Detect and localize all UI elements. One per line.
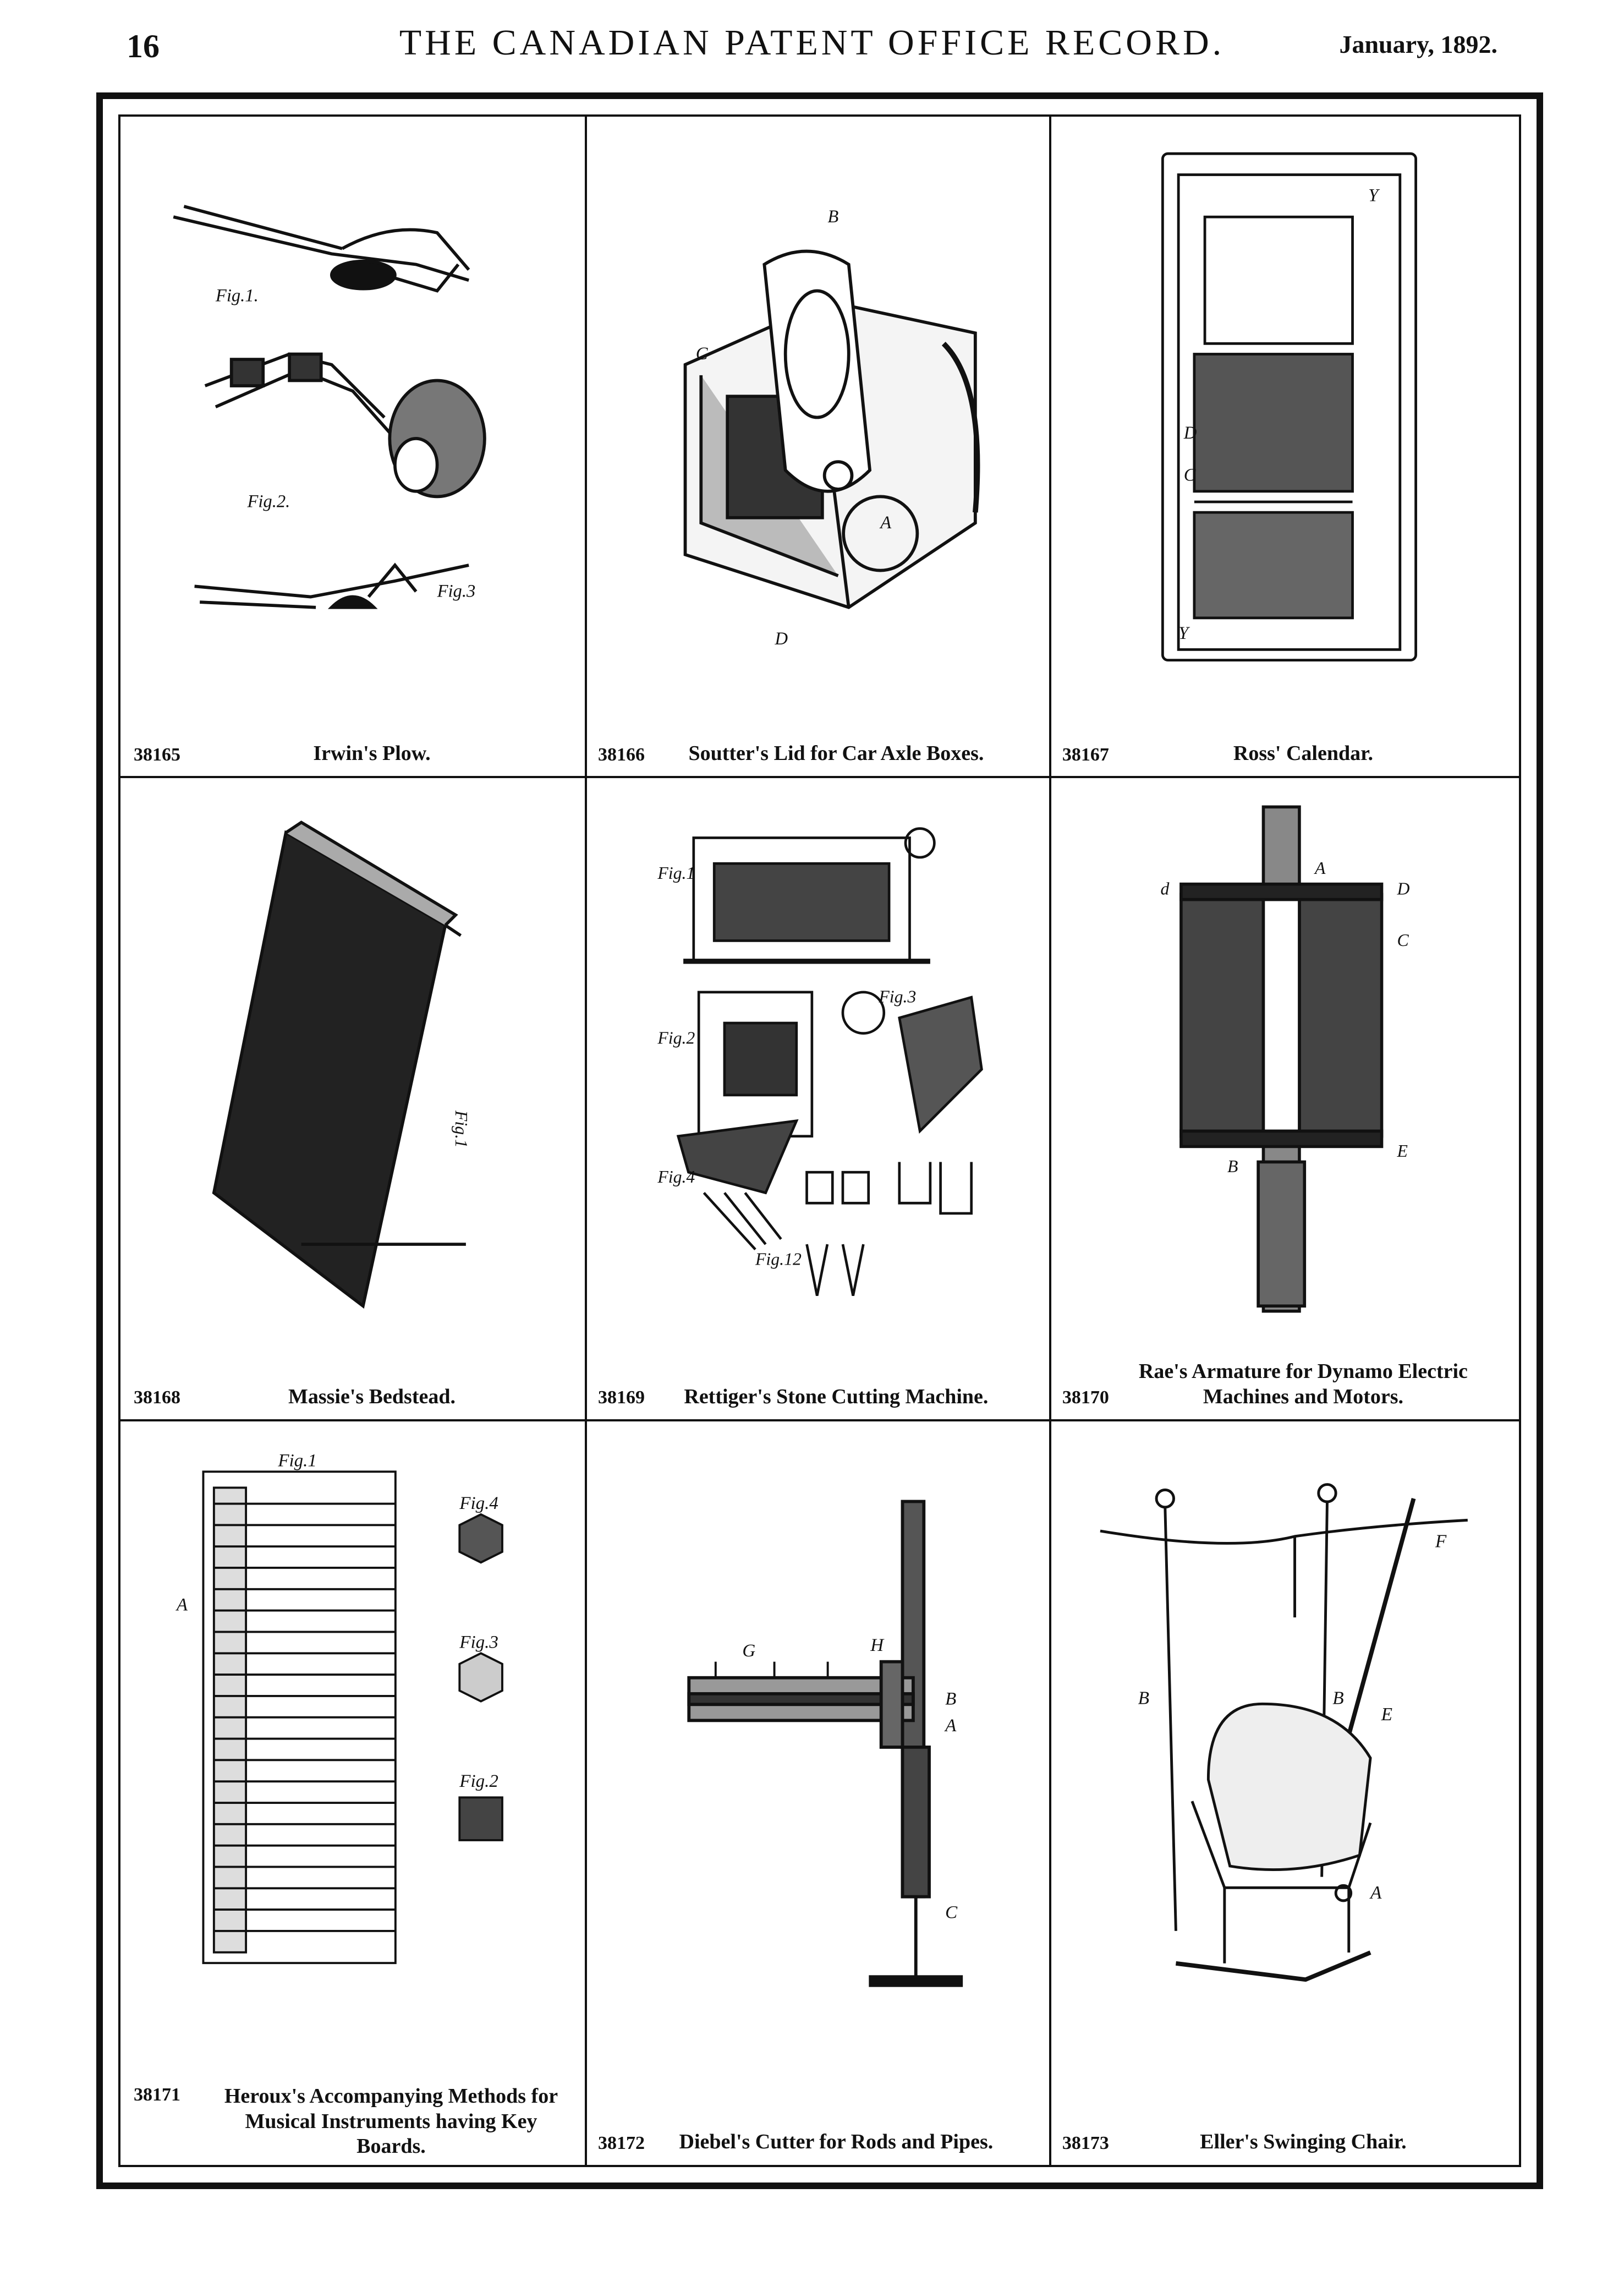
fig-label: Fig.2 <box>459 1771 498 1791</box>
stone-cutting-machine-illustration: Fig.1 Fig.2 Fig.3 Fig.4 Fig.12 <box>657 827 983 1297</box>
fig-label: Fig.1. <box>215 286 259 306</box>
fig-label: A <box>1369 1883 1382 1903</box>
patent-number: 38165 <box>134 744 180 765</box>
patent-title: Diebel's Cutter for Rods and Pipes. <box>679 2130 994 2154</box>
fig-label: E <box>1381 1704 1392 1725</box>
fig-label: A <box>175 1595 188 1615</box>
fig-label: C <box>1184 466 1197 485</box>
fig-label: Fig.1 <box>452 1110 471 1148</box>
armature-illustration: A D E C B d <box>1161 805 1410 1313</box>
patent-caption: 38165 Irwin's Plow. <box>120 741 585 767</box>
fig-label: B <box>827 207 838 227</box>
fig-label: A <box>879 513 892 533</box>
fig-label: B <box>945 1689 956 1709</box>
plow-illustration: Fig.1. Fig.2. Fig.3 <box>173 205 486 609</box>
grid-rule <box>584 117 587 2165</box>
patent-number: 38173 <box>1062 2133 1109 2154</box>
fig-label: G <box>742 1641 755 1661</box>
patent-number: 38167 <box>1062 744 1109 765</box>
page-header: 16 THE CANADIAN PATENT OFFICE RECORD. Ja… <box>0 22 1624 72</box>
patent-number: 38169 <box>597 1387 645 1408</box>
patent-number: 38172 <box>597 2133 645 2154</box>
patent-title: Ross' Calendar. <box>1233 741 1373 765</box>
calendar-illustration: Y Y D C <box>1161 152 1418 661</box>
fig-label: Fig.1 <box>657 863 695 883</box>
fig-label: C <box>1397 931 1409 950</box>
fig-label: A <box>1314 858 1326 878</box>
issue-date: January, 1892. <box>1339 30 1497 58</box>
fig-label: H <box>870 1636 885 1656</box>
keyboard-illustration: Fig.1 Fig.4 Fig.3 Fig.2 A <box>175 1451 503 1965</box>
page-number: 16 <box>127 28 160 64</box>
patent-cell-38168: Fig.1 38168 Massie's Bedstead. <box>120 776 585 1419</box>
grid-rule <box>120 1419 1519 1422</box>
patent-title: Rettiger's Stone Cutting Machine. <box>684 1385 989 1408</box>
swinging-chair-illustration: B B E F A <box>1100 1483 1468 1982</box>
fig-label: Fig.2 <box>657 1029 695 1048</box>
patent-caption: 38170 Rae's Armature for Dynamo Electric… <box>1049 1359 1519 1409</box>
fig-label: Fig.3 <box>436 581 475 601</box>
bedstead-illustration: Fig.1 <box>212 821 471 1309</box>
fig-label: C <box>945 1903 958 1923</box>
fig-label: Fig.4 <box>657 1167 695 1186</box>
plate-frame: Fig.1. Fig.2. Fig.3 38165 Irwin's Plow. <box>96 92 1543 2189</box>
patent-caption: 38167 Ross' Calendar. <box>1049 741 1519 767</box>
fig-label: Y <box>1368 185 1380 205</box>
patent-caption: 38169 Rettiger's Stone Cutting Machine. <box>585 1385 1049 1410</box>
fig-label: d <box>1161 879 1170 898</box>
axle-box-lid-illustration: B C A D <box>683 207 980 649</box>
grid-rule <box>120 776 1519 779</box>
fig-label: B <box>1138 1688 1149 1709</box>
fig-label: Fig.1 <box>277 1451 317 1471</box>
patent-title: Irwin's Plow. <box>313 741 431 765</box>
patent-number: 38170 <box>1062 1387 1109 1408</box>
patent-title: Soutter's Lid for Car Axle Boxes. <box>688 741 984 765</box>
patent-number: 38166 <box>597 744 645 765</box>
fig-label: C <box>695 344 708 364</box>
patent-grid: Fig.1. Fig.2. Fig.3 38165 Irwin's Plow. <box>120 117 1519 2165</box>
fig-label: D <box>774 629 788 649</box>
patent-number: 38171 <box>134 2085 180 2105</box>
grid-rule <box>1049 117 1051 2165</box>
fig-label: D <box>1397 879 1410 898</box>
fig-label: Fig.3 <box>878 987 916 1007</box>
fig-label: E <box>1397 1141 1408 1161</box>
patent-title: Massie's Bedstead. <box>288 1385 456 1408</box>
pipe-cutter-illustration: A B C G H <box>687 1500 963 1988</box>
patent-cell-38167: Y Y D C 38167 Ross' Calendar. <box>1049 117 1519 776</box>
patent-cell-38166: B C A D 38166 Soutter's Lid for Car Axle… <box>585 117 1049 776</box>
fig-label: B <box>1227 1157 1238 1176</box>
patent-title: Rae's Armature for Dynamo Electric Machi… <box>1138 1359 1468 1408</box>
patent-cell-38169: Fig.1 Fig.2 Fig.3 Fig.4 Fig.12 38169 Ret… <box>585 776 1049 1419</box>
fig-label: Fig.12 <box>755 1250 802 1269</box>
patent-title: Heroux's Accompanying Methods for Musica… <box>224 2085 558 2158</box>
fig-label: Fig.4 <box>459 1494 498 1514</box>
fig-label: Y <box>1178 623 1190 643</box>
patent-caption: 38172 Diebel's Cutter for Rods and Pipes… <box>585 2130 1049 2155</box>
fig-label: F <box>1435 1531 1447 1552</box>
patent-caption: 38173 Eller's Swinging Chair. <box>1049 2130 1519 2155</box>
fig-label: Fig.3 <box>459 1633 498 1653</box>
patent-caption: 38171 Heroux's Accompanying Methods for … <box>120 2084 585 2159</box>
patent-cell-38165: Fig.1. Fig.2. Fig.3 38165 Irwin's Plow. <box>120 117 585 776</box>
fig-label: D <box>1183 423 1197 443</box>
fig-label: B <box>1332 1688 1343 1709</box>
fig-label: Fig.2. <box>246 491 290 511</box>
patent-number: 38168 <box>134 1387 180 1408</box>
patent-cell-38170: A D E C B d 38170 Rae's Armature for Dyn… <box>1049 776 1519 1419</box>
patent-cell-38172: A B C G H 38172 Diebel's Cutter for Rods… <box>585 1419 1049 2165</box>
patent-caption: 38168 Massie's Bedstead. <box>120 1385 585 1410</box>
plate-inner-frame: Fig.1. Fig.2. Fig.3 38165 Irwin's Plow. <box>118 114 1521 2167</box>
journal-title: THE CANADIAN PATENT OFFICE RECORD. <box>399 23 1225 63</box>
patent-cell-38171: Fig.1 Fig.4 Fig.3 Fig.2 A 38171 Heroux's… <box>120 1419 585 2165</box>
patent-cell-38173: B B E F A 38173 Eller's Swinging Chair. <box>1049 1419 1519 2165</box>
patent-caption: 38166 Soutter's Lid for Car Axle Boxes. <box>585 741 1049 767</box>
fig-label: A <box>944 1716 957 1736</box>
patent-title: Eller's Swinging Chair. <box>1200 2130 1407 2154</box>
